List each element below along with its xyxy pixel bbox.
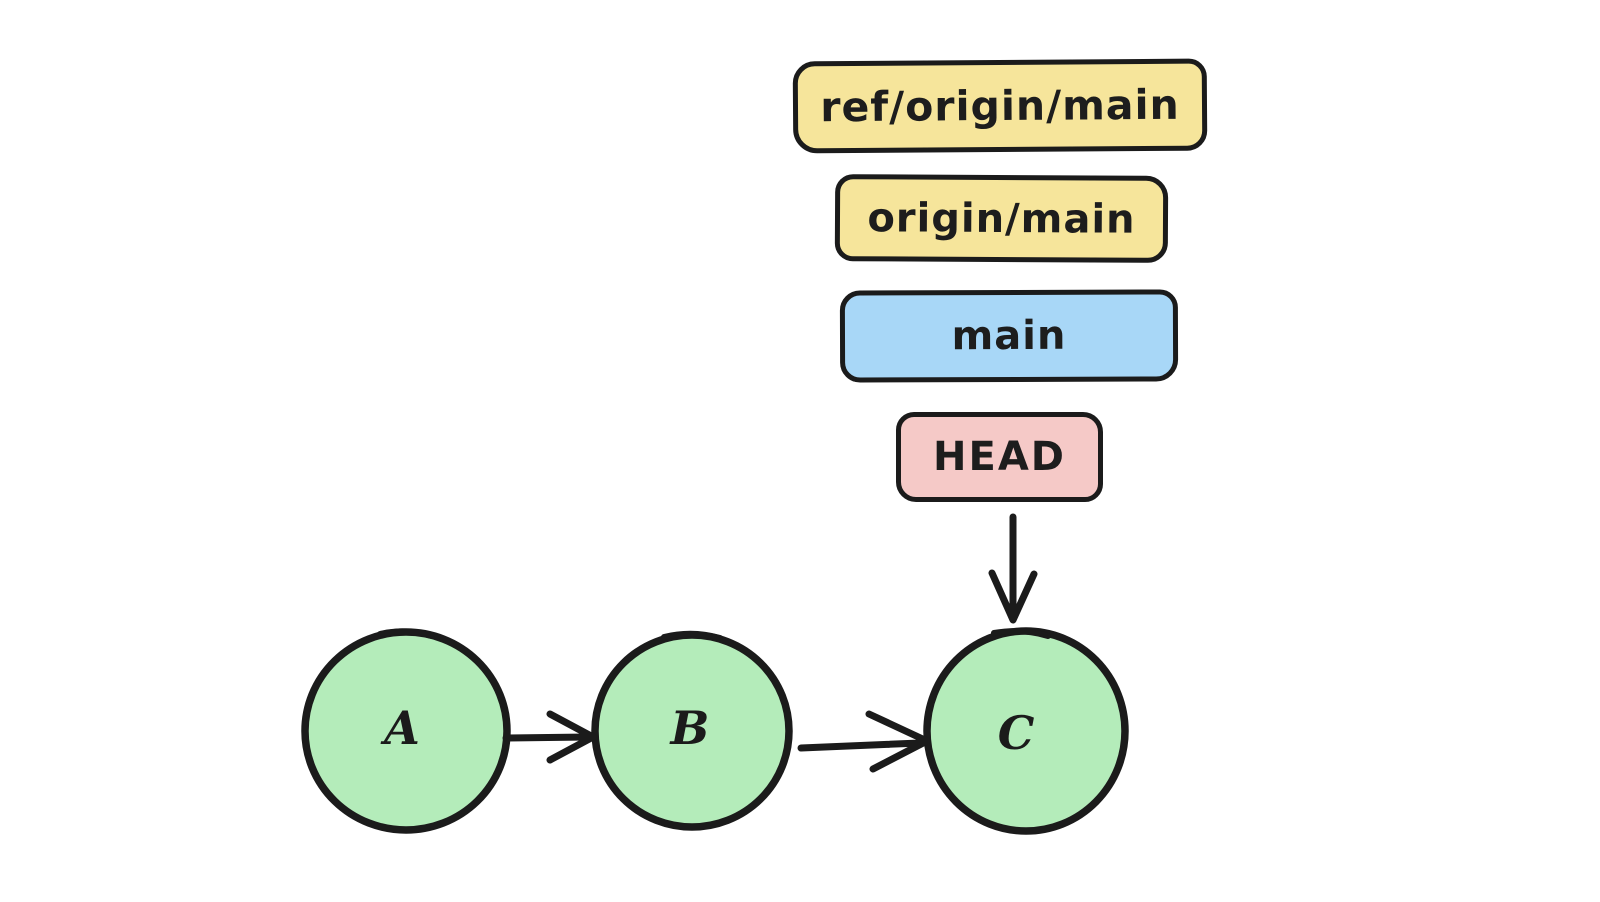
sketch-stroke xyxy=(661,630,723,641)
arrow-head-to-c xyxy=(988,513,1038,624)
head-label: HEAD xyxy=(896,412,1103,502)
commit-c-label: C xyxy=(997,706,1035,760)
remote-ref-label: ref/origin/main xyxy=(792,58,1208,154)
commit-a-label: A xyxy=(384,701,420,755)
remote-branch-label: origin/main xyxy=(834,174,1169,263)
arrow-b-to-c xyxy=(797,710,931,773)
sketch-stroke xyxy=(991,628,1051,639)
sketch-stroke xyxy=(377,628,435,639)
local-branch-label: main xyxy=(839,289,1179,383)
commit-b-label: B xyxy=(670,701,710,755)
arrow-a-to-b xyxy=(502,710,597,764)
